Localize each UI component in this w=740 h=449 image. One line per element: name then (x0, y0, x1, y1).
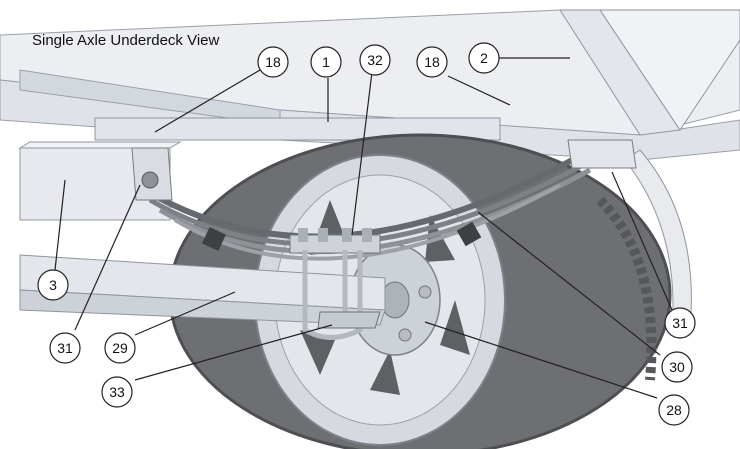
callout-31-left: 31 (49, 332, 81, 364)
u-bolts-32 (289, 228, 381, 340)
cross-member-2 (559, 9, 740, 136)
svg-text:32: 32 (367, 52, 383, 68)
callout-29: 29 (104, 332, 136, 364)
callout-28: 28 (658, 394, 690, 426)
svg-text:31: 31 (672, 315, 688, 331)
callout-31-right: 31 (664, 307, 696, 339)
callout-33: 33 (101, 376, 133, 408)
callout-18-right: 18 (416, 46, 448, 78)
callout-18-left: 18 (257, 46, 289, 78)
callout-30: 30 (661, 351, 693, 383)
svg-text:18: 18 (265, 54, 281, 70)
axle-29 (19, 254, 386, 326)
svg-text:30: 30 (669, 359, 685, 375)
svg-text:3: 3 (49, 277, 57, 293)
svg-text:18: 18 (424, 54, 440, 70)
svg-text:2: 2 (480, 50, 488, 66)
callout-32: 32 (359, 44, 391, 76)
callout-1: 1 (310, 46, 342, 78)
svg-text:33: 33 (109, 384, 125, 400)
svg-text:28: 28 (666, 402, 682, 418)
svg-text:29: 29 (112, 340, 128, 356)
callout-3: 3 (37, 269, 69, 301)
callout-2: 2 (468, 42, 500, 74)
diagram-title: Single Axle Underdeck View (32, 32, 219, 49)
svg-text:31: 31 (57, 340, 73, 356)
spring-hanger-31 (131, 139, 637, 201)
leader-lines (54, 57, 673, 399)
svg-text:1: 1 (322, 54, 330, 70)
tie-plate-33 (317, 311, 381, 329)
